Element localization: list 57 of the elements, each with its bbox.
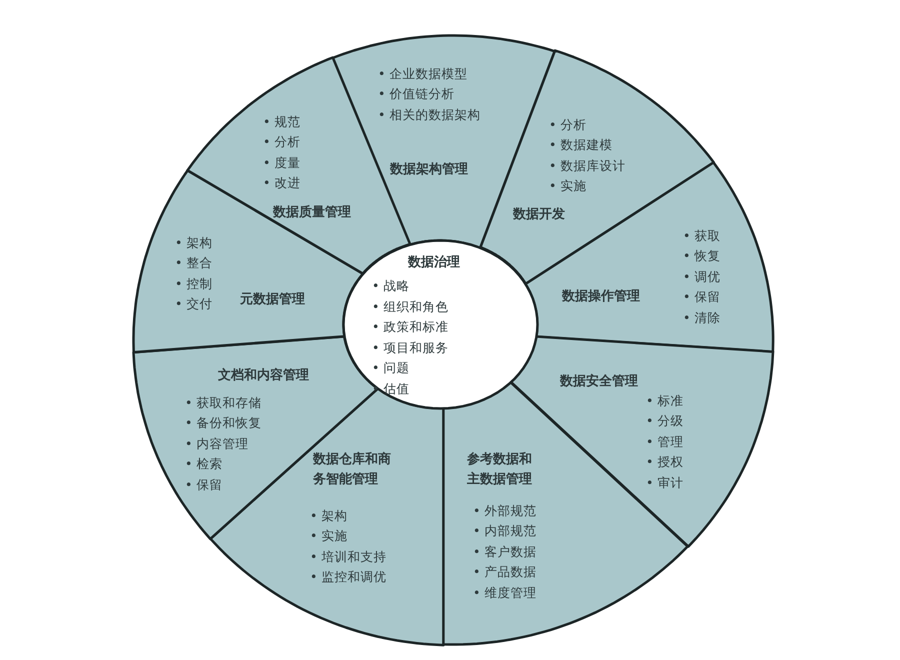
bullet-item: • 价值链分析 — [378, 85, 456, 104]
bullet-item: • 获取 — [682, 226, 720, 245]
bullet-item: • 清除 — [682, 308, 720, 327]
segment-title: 数据质量管理 — [272, 204, 351, 222]
bullet-item: • 恢复 — [682, 247, 720, 266]
bullet-item: • 内部规范 — [472, 522, 536, 540]
bullet-item: • 规范 — [262, 112, 300, 131]
segment-title: 数据安全管理 — [560, 372, 638, 391]
bullet-item: • 保留 — [184, 476, 224, 494]
wheel-segment — [132, 334, 380, 540]
bullet-item: • 标准 — [646, 392, 684, 410]
bullet-item: • 监控和调优 — [310, 568, 386, 586]
bullet-item: • 控制 — [174, 274, 212, 293]
bullet-item: • 授权 — [646, 453, 684, 472]
bullet-item: • 调优 — [682, 268, 720, 286]
bullet-item: • 战略 — [372, 277, 410, 295]
segment-title: 数据仓库和商务智能管理 — [312, 450, 392, 489]
bullet-item: • 数据建模 — [548, 136, 614, 154]
bullet-item: • 数据库设计 — [548, 156, 626, 175]
bullet-item: • 相关的数据架构 — [378, 106, 480, 124]
bullet-item: • 检索 — [184, 455, 224, 474]
bullet-item: • 实施 — [310, 527, 348, 546]
bullet-item: • 组织和角色 — [372, 298, 448, 316]
bullet-item: • 产品数据 — [472, 563, 536, 582]
bullet-item: • 估值 — [372, 380, 410, 398]
bullet-item: • 备份和恢复 — [184, 414, 262, 432]
bullet-item: • 管理 — [646, 432, 684, 451]
wheel-segment — [132, 168, 364, 354]
bullet-item: • 分析 — [548, 116, 588, 134]
bullet-item: • 项目和服务 — [372, 338, 448, 356]
bullet-item: • 分析 — [262, 133, 300, 152]
segment-title: 数据开发 — [512, 206, 565, 224]
bullet-item: • 客户数据 — [472, 542, 536, 561]
bullet-item: • 实施 — [548, 177, 588, 196]
bullet-item: • 问题 — [372, 359, 410, 377]
bullet-item: • 交付 — [174, 295, 212, 314]
bullet-item: • 维度管理 — [472, 584, 536, 602]
bullet-item: • 架构 — [174, 234, 212, 252]
bullet-item: • 改进 — [262, 174, 300, 192]
segment-title: 元数据管理 — [240, 290, 305, 309]
bullet-item: • 分级 — [646, 412, 684, 430]
bullet-item: • 企业数据模型 — [378, 64, 468, 83]
bullet-item: • 培训和支持 — [310, 548, 386, 566]
bullet-item: • 外部规范 — [472, 502, 536, 520]
segment-title: 参考数据和主数据管理 — [466, 450, 533, 489]
bullet-item: • 度量 — [262, 154, 300, 172]
segment-title: 数据操作管理 — [562, 288, 641, 306]
bullet-item: • 审计 — [646, 474, 684, 492]
bullet-item: • 架构 — [310, 506, 348, 525]
bullet-item: • 内容管理 — [184, 434, 250, 453]
bullet-item: • 保留 — [682, 288, 720, 306]
segment-title: 数据架构管理 — [390, 160, 468, 179]
bullet-item: • 获取和存储 — [184, 394, 262, 412]
bullet-item: • 整合 — [174, 254, 212, 272]
bullet-item: • 政策和标准 — [372, 318, 448, 336]
segment-title: 数据治理 — [408, 254, 460, 272]
segment-title: 文档和内容管理 — [218, 366, 309, 385]
